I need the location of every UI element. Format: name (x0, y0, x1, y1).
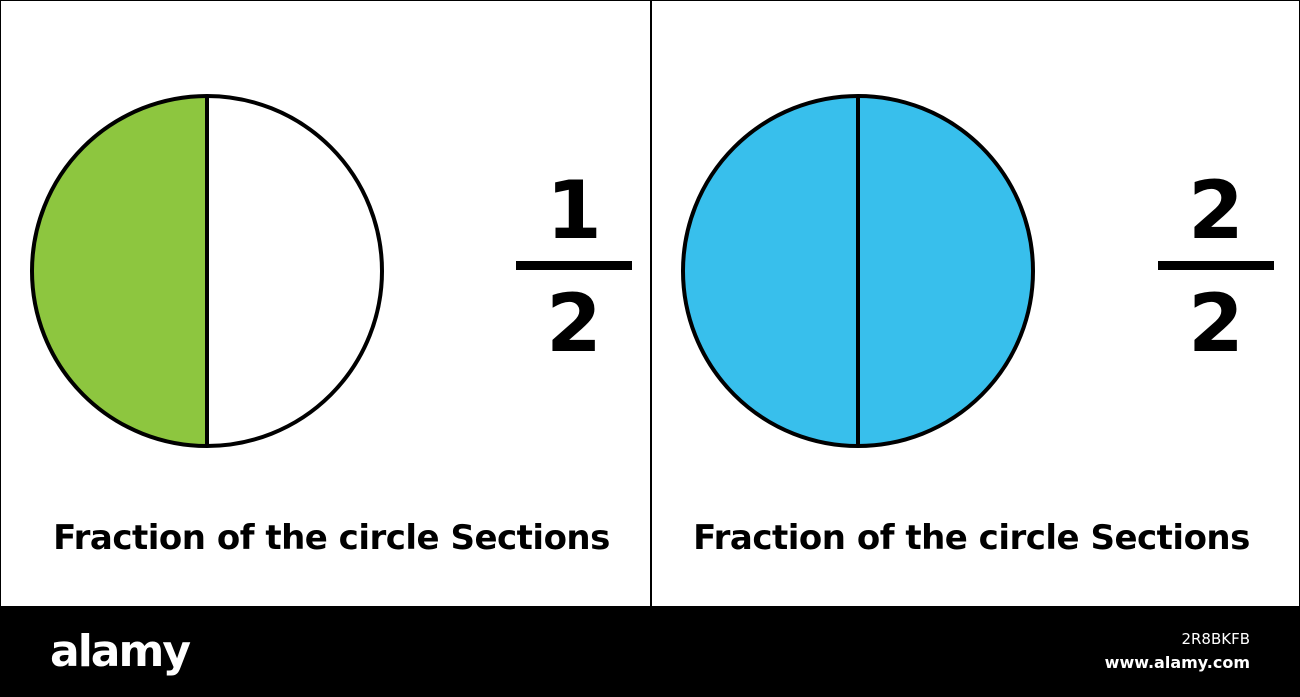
fraction-numerator: 2 (1188, 164, 1244, 257)
circle-right-half (858, 96, 1033, 446)
fraction-numerator: 1 (546, 164, 602, 257)
panel-two-halves: 2 2 Fraction of the circle Sections (652, 1, 1300, 608)
panel-caption: Fraction of the circle Sections (53, 518, 610, 558)
fraction-denominator: 2 (546, 277, 602, 370)
fraction-bar (1158, 261, 1274, 270)
fraction-circle-two-halves (681, 94, 1035, 448)
image-id: 2R8BKFB (1181, 630, 1250, 648)
panel-one-half: 1 2 Fraction of the circle Sections (1, 1, 650, 608)
watermark-banner: alamy 2R8BKFB www.alamy.com (0, 607, 1300, 697)
fraction-circle-one-half (30, 94, 384, 448)
diagram-canvas: 1 2 Fraction of the circle Sections 2 2 … (0, 0, 1300, 608)
fraction-denominator: 2 (1188, 277, 1244, 370)
panel-divider (650, 1, 652, 608)
site-url: www.alamy.com (1104, 653, 1250, 672)
fraction-label: 1 2 (514, 161, 634, 376)
circle-left-half (32, 96, 207, 446)
alamy-logo: alamy (50, 626, 191, 677)
circle-left-half (683, 96, 858, 446)
panel-caption: Fraction of the circle Sections (693, 518, 1250, 558)
circle-right-half (207, 96, 382, 446)
fraction-bar (516, 261, 632, 270)
fraction-label: 2 2 (1156, 161, 1276, 376)
